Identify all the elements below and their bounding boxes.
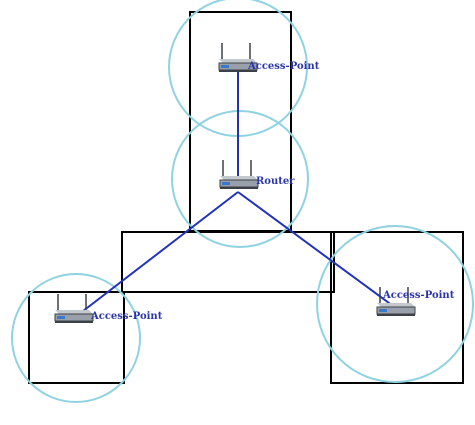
ap-left-label: Access-Point [90,311,163,322]
coverage-ap-right [316,225,474,383]
coverage-ap-left [11,273,141,403]
ap-top-label: Access-Point [247,61,320,72]
links [73,72,394,319]
router-label: Router [256,176,295,187]
router[interactable]: Router [219,159,295,190]
link-router-ap-right [237,191,394,307]
coverage-router [171,110,309,248]
rooms [28,11,464,384]
ap-top[interactable]: Access-Point [218,42,320,73]
ap-right[interactable]: Access-Point [376,286,455,317]
room-center [121,231,335,293]
ap-right-label: Access-Point [382,290,455,301]
room-left [28,291,125,384]
ap-left[interactable]: Access-Point [54,293,163,324]
link-router-ap-left [73,191,239,319]
room-right [330,231,464,384]
